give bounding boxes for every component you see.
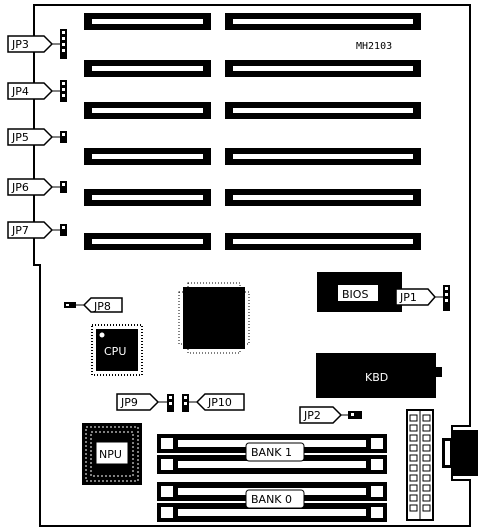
jp8-pins bbox=[64, 302, 76, 308]
power-connector bbox=[406, 409, 434, 521]
jp5-pins bbox=[60, 131, 67, 143]
bank1-label: BANK 1 bbox=[251, 446, 292, 459]
jp9-label: JP9 bbox=[120, 396, 138, 409]
jp1-label: JP1 bbox=[399, 291, 417, 304]
jp2-callout: JP2 bbox=[299, 406, 362, 424]
jp6-pins bbox=[60, 181, 67, 193]
jp8-callout: JP8 bbox=[64, 297, 123, 313]
chipset-ic bbox=[183, 287, 245, 349]
jp7-pins bbox=[60, 224, 67, 236]
jp1-pins bbox=[443, 285, 450, 311]
jp10-callout: JP10 bbox=[182, 393, 245, 412]
jp7-callout: JP7 bbox=[7, 221, 67, 239]
jp1-callout: JP1 bbox=[395, 285, 450, 311]
jp5-label: JP5 bbox=[11, 131, 29, 144]
jp3-label: JP3 bbox=[11, 38, 29, 51]
memory-bank-1: BANK 1 bbox=[157, 434, 387, 474]
jp10-label: JP10 bbox=[207, 396, 232, 409]
memory-bank-0: BANK 0 bbox=[157, 482, 387, 522]
jp9-callout: JP9 bbox=[116, 393, 174, 412]
jp6-callout: JP6 bbox=[7, 178, 67, 196]
bank0-label: BANK 0 bbox=[251, 493, 292, 506]
jp2-pins bbox=[348, 411, 362, 419]
jp5-callout: JP5 bbox=[7, 128, 67, 146]
expansion-slots bbox=[84, 13, 421, 250]
jp4-label: JP4 bbox=[11, 85, 29, 98]
npu-label: NPU bbox=[99, 448, 122, 461]
jp4-callout: JP4 bbox=[7, 80, 67, 102]
jp7-label: JP7 bbox=[11, 224, 29, 237]
cpu-label: CPU bbox=[104, 345, 126, 358]
npu-socket: NPU bbox=[82, 423, 142, 485]
bios-label: BIOS bbox=[342, 288, 368, 301]
jp6-label: JP6 bbox=[11, 181, 29, 194]
model-label: MH2103 bbox=[356, 41, 392, 52]
keyboard-connector bbox=[442, 430, 478, 476]
cpu-chip: CPU bbox=[91, 324, 143, 376]
bios-chip: BIOS bbox=[317, 272, 402, 312]
kbd-chip: KBD bbox=[316, 353, 442, 398]
kbd-label: KBD bbox=[365, 371, 388, 384]
jp8-label: JP8 bbox=[93, 300, 111, 313]
jp2-label: JP2 bbox=[303, 409, 321, 422]
jp3-callout: JP3 bbox=[7, 29, 67, 59]
